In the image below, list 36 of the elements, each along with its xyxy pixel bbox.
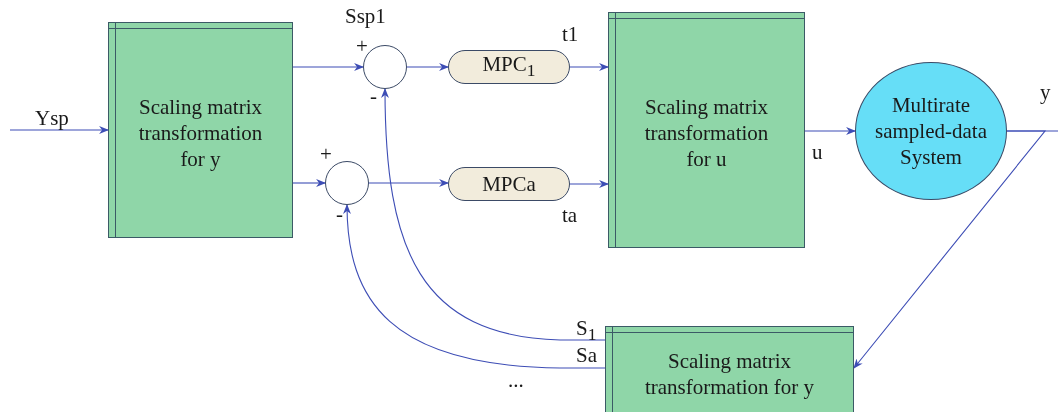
signal-label: + bbox=[356, 36, 368, 57]
signal-label: y bbox=[1040, 82, 1051, 103]
arrow bbox=[381, 88, 606, 341]
arrow bbox=[804, 127, 856, 135]
signal-label: - bbox=[370, 86, 377, 107]
controller-pill bbox=[448, 167, 570, 201]
node-label: MPC$_{1}$ bbox=[482, 51, 536, 83]
signal-label: S$_{1}$ bbox=[576, 318, 597, 344]
signal-label: + bbox=[320, 144, 332, 165]
node-label: Scaling matrix transformation for u bbox=[643, 93, 770, 173]
arrow bbox=[343, 204, 606, 369]
arrow bbox=[292, 63, 364, 71]
signal-label: t1 bbox=[562, 24, 579, 45]
arrow bbox=[569, 63, 609, 71]
signal-label: - bbox=[336, 204, 343, 225]
signal-label: Sa bbox=[576, 345, 597, 366]
edge-label: Ysp bbox=[35, 108, 69, 129]
node-label: Scaling matrix transformation for y bbox=[643, 347, 816, 401]
node-label: Scaling matrix transformation for y bbox=[137, 93, 264, 173]
arrow bbox=[853, 130, 1047, 369]
scaling-matrix-block bbox=[108, 22, 293, 238]
signal-label: ... bbox=[508, 370, 524, 391]
signal-label: Ssp1 bbox=[345, 6, 386, 27]
signal-label: ta bbox=[562, 205, 578, 226]
scaling-matrix-block bbox=[605, 326, 854, 412]
arrow bbox=[406, 63, 449, 71]
node-label: Multirate sampled-data System bbox=[874, 91, 988, 171]
arrow bbox=[368, 179, 449, 187]
edge-label: u bbox=[812, 142, 823, 163]
summing-junction bbox=[325, 161, 369, 205]
arrow bbox=[9, 126, 109, 134]
controller-pill bbox=[448, 50, 570, 84]
arrow bbox=[292, 179, 326, 187]
arrow bbox=[569, 180, 609, 188]
node-label: MPCa bbox=[482, 170, 536, 198]
scaling-matrix-block bbox=[608, 12, 805, 248]
